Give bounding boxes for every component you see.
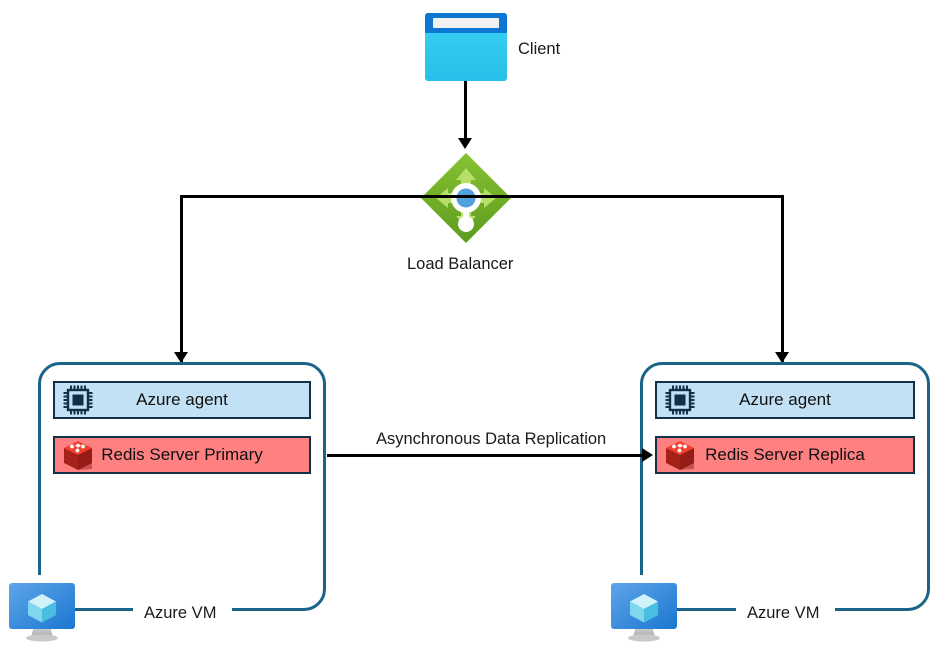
azure-vm-monitor-icon-right xyxy=(610,582,678,644)
edge-replication-line xyxy=(327,454,645,457)
component-azure-agent-left[interactable]: Azure agent xyxy=(53,381,311,419)
component-azure-agent-right[interactable]: Azure agent xyxy=(655,381,915,419)
vm-caption-right: Azure VM xyxy=(737,605,830,622)
vm-caption-left: Azure VM xyxy=(134,605,227,622)
edge-client-to-lb-arrowhead xyxy=(458,138,472,149)
edge-client-to-lb-line xyxy=(464,81,467,142)
load-balancer-label: Load Balancer xyxy=(407,255,514,273)
component-redis-server-primary[interactable]: Redis Server Primary xyxy=(53,436,311,474)
edge-replication-arrowhead xyxy=(642,448,653,462)
edge-lb-to-left-horizontal xyxy=(180,195,467,198)
edge-lb-to-right-vertical xyxy=(781,195,784,363)
edge-replication-label: Asynchronous Data Replication xyxy=(376,430,607,448)
edge-lb-to-right-horizontal xyxy=(465,195,784,198)
edge-lb-to-left-arrowhead xyxy=(174,352,188,363)
edge-lb-to-left-vertical xyxy=(180,195,183,363)
redis-cube-icon xyxy=(663,438,697,472)
azure-vm-monitor-icon-left xyxy=(8,582,76,644)
load-balancer-diamond-icon xyxy=(420,152,512,244)
component-label: Azure agent xyxy=(136,390,228,409)
component-label: Azure agent xyxy=(739,390,831,409)
browser-urlbar xyxy=(433,18,499,28)
cpu-chip-icon xyxy=(61,383,95,417)
component-label: Redis Server Replica xyxy=(705,445,865,464)
client-label: Client xyxy=(518,40,561,58)
component-redis-server-replica[interactable]: Redis Server Replica xyxy=(655,436,915,474)
browser-window-icon xyxy=(425,13,507,81)
redis-cube-icon xyxy=(61,438,95,472)
edge-lb-to-right-arrowhead xyxy=(775,352,789,363)
component-label: Redis Server Primary xyxy=(101,445,263,464)
browser-titlebar xyxy=(425,13,507,33)
cpu-chip-icon xyxy=(663,383,697,417)
